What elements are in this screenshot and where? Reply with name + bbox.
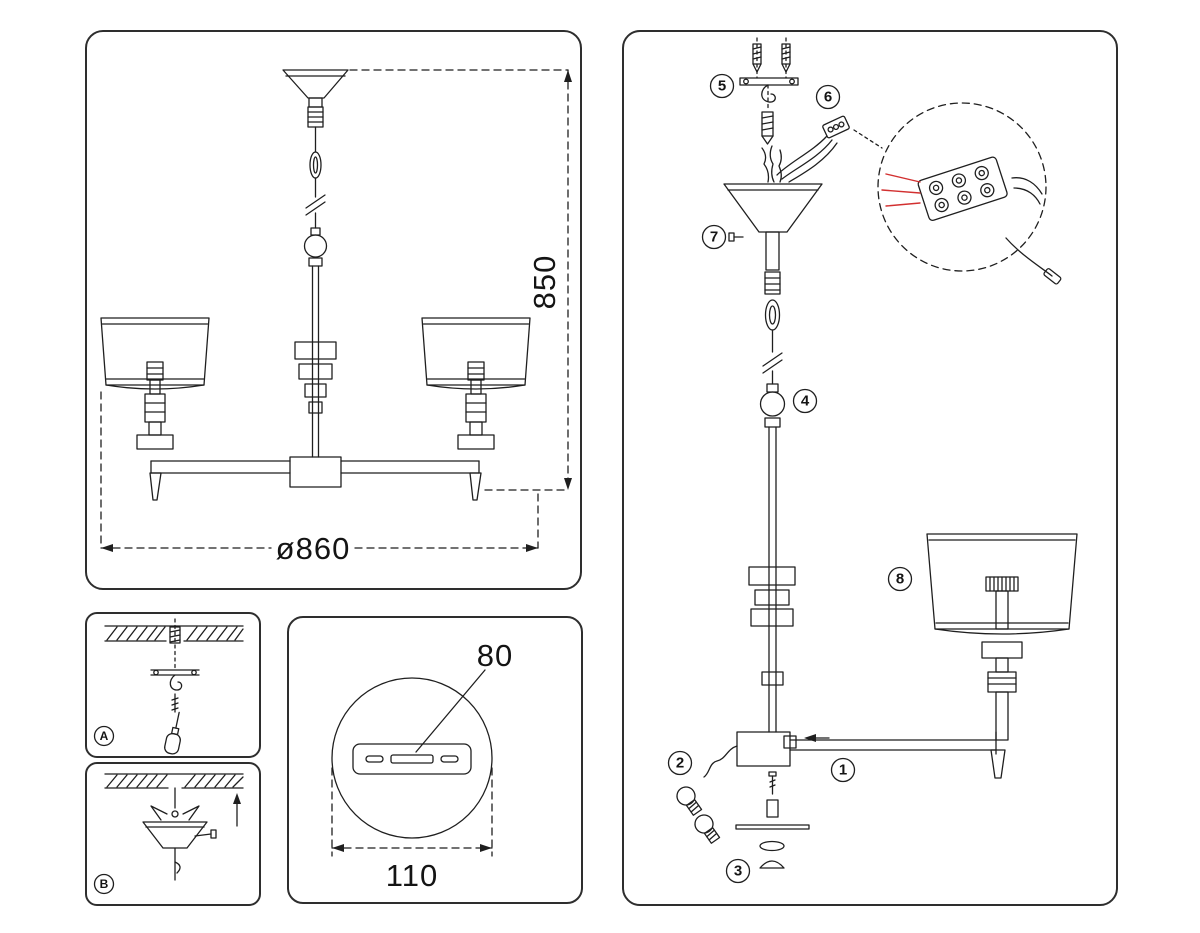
step-1-badge: 1 [830,757,856,783]
up-arrow [233,793,241,827]
chandelier-front-view-drawing: 850 ø860 [100,69,572,566]
height-dimension-label: 850 [527,255,562,310]
step-b-badge: B [93,873,115,895]
suspension-stem [303,97,328,267]
step-a-label: A [100,729,109,743]
bottom-cap-parts [735,771,810,869]
mounting-plate [352,743,472,775]
center-rod-exploded [748,426,796,733]
svg-text:4: 4 [801,393,810,410]
ceiling-canopy [282,69,349,99]
spring-clip-bracket [150,805,200,821]
mounting-screw [171,693,179,713]
mounting-a-drawing: A [93,618,244,755]
length-dimension [331,767,493,857]
ceiling-hatch [104,773,244,789]
diameter-dimension-label: ø860 [276,531,351,566]
step-6-badge: 6 [815,84,841,110]
exploded-view-drawing: 5 6 [667,37,1078,884]
svg-text:3: 3 [734,863,742,880]
lamp-arm [789,731,1006,779]
svg-text:6: 6 [824,89,832,106]
tiny-screw-icon [728,232,735,242]
step-4-badge: 4 [792,388,818,414]
wall-anchor [169,618,181,671]
panel-exploded-assembly: 5 6 [622,30,1118,906]
panel-mounting-step-a: A [85,612,261,758]
svg-text:7: 7 [710,229,718,246]
canopy-exploded [723,145,823,233]
step-a-badge: A [93,725,115,747]
step-3-badge: 3 [725,858,751,884]
center-rod [294,265,337,458]
step-8-badge: 8 [887,566,913,592]
suspension-cable [174,787,181,881]
step-2-badge: 2 [667,750,693,776]
step-5-badge: 5 [709,73,735,99]
svg-text:1: 1 [839,762,847,779]
panel-plate-detail: 80 110 [287,616,583,904]
step-7-badge: 7 [701,224,744,250]
leader-line-80 [415,669,486,753]
plate-width-label: 80 [477,638,513,673]
panel-overall-dimensions: 850 ø860 [85,30,582,590]
hook-bracket [150,669,200,691]
detail-circle [331,677,493,839]
ceiling-hatch [104,625,244,642]
step-b-label: B [100,877,109,891]
suspension-stem-exploded [759,231,786,428]
diameter-dimension: ø860 [100,391,539,566]
wire-connector [776,115,883,183]
plate-length-label: 110 [386,858,438,893]
svg-text:8: 8 [896,571,904,588]
mounting-b-drawing: B [93,773,244,895]
lamp-shade-right [421,317,531,450]
svg-text:5: 5 [718,78,726,95]
svg-text:2: 2 [676,755,684,772]
screwdriver [164,711,181,755]
arm-junction-box [736,731,830,767]
height-dimension: 850 [349,69,572,491]
plate-detail-drawing: 80 110 [331,638,513,893]
lamp-shade-left [100,317,210,450]
arm-assembly [149,456,482,501]
terminal-block-detail [877,102,1062,285]
canopy [142,821,217,849]
shade-assembly [926,533,1078,741]
light-bulbs [676,745,738,844]
hook-and-anchors [739,37,799,145]
panel-mounting-step-b: B [85,762,261,906]
